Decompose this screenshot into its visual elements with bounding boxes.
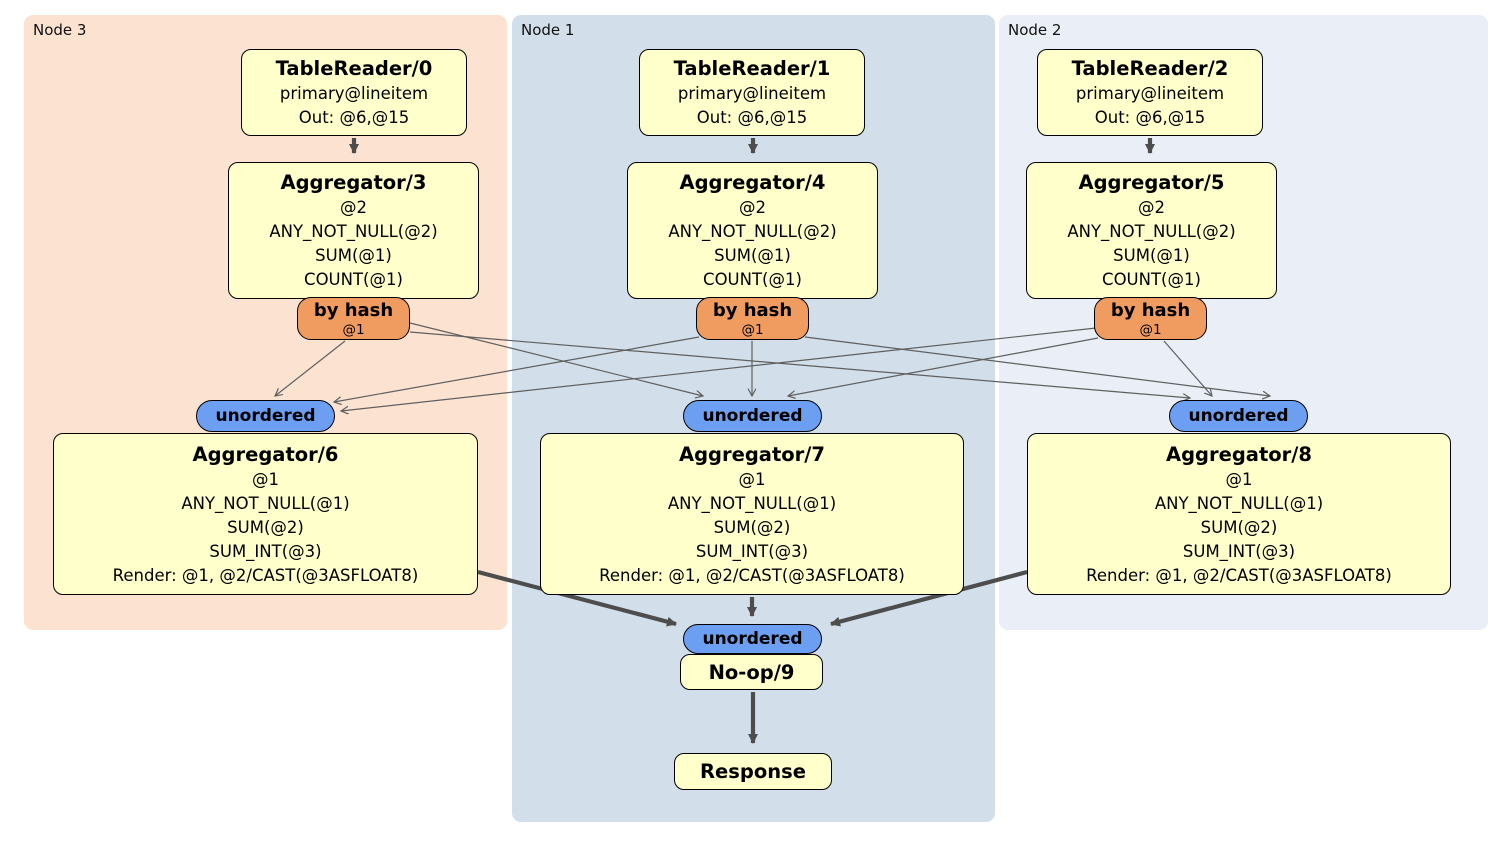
- processor-detail: primary@lineitem: [279, 84, 429, 103]
- processor-detail: Render: @1, @2/CAST(@3ASFLOAT8): [112, 565, 419, 585]
- processor-aggregator-7: Aggregator/7 @1 ANY_NOT_NULL(@1) SUM(@2)…: [540, 433, 964, 595]
- processor-detail: COUNT(@1): [1102, 270, 1201, 289]
- processor-detail: @2: [739, 198, 766, 217]
- processor-title: TableReader/0: [275, 57, 433, 80]
- processor-detail: Render: @1, @2/CAST(@3ASFLOAT8): [599, 565, 905, 585]
- processor-title: No-op/9: [708, 660, 795, 684]
- processor-tablereader-2: TableReader/2 primary@lineitem Out: @6,@…: [1037, 49, 1263, 136]
- router-label: by hash: [712, 299, 793, 321]
- processor-title: TableReader/2: [1071, 57, 1229, 80]
- processor-detail: ANY_NOT_NULL(@1): [181, 493, 350, 513]
- router-detail: @1: [1139, 321, 1162, 338]
- processor-title: Aggregator/5: [1078, 171, 1225, 194]
- edge-router-5-to-stream-8: [1163, 340, 1212, 396]
- stream-unordered-7: unordered: [683, 400, 822, 432]
- router-detail: @1: [342, 321, 365, 338]
- processor-detail: COUNT(@1): [304, 270, 403, 289]
- stream-unordered-6: unordered: [196, 400, 335, 432]
- processor-detail: Out: @6,@15: [696, 108, 808, 127]
- processor-detail: Out: @6,@15: [1094, 108, 1206, 127]
- router-by-hash-3: by hash @1: [297, 297, 410, 340]
- processor-detail: ANY_NOT_NULL(@1): [1154, 493, 1324, 513]
- processor-detail: ANY_NOT_NULL(@1): [667, 493, 837, 513]
- processor-title: Response: [700, 760, 806, 783]
- processor-detail: primary@lineitem: [1075, 84, 1225, 103]
- edge-router-3-to-stream-7: [409, 322, 703, 396]
- router-label: by hash: [313, 299, 394, 321]
- processor-aggregator-4: Aggregator/4 @2 ANY_NOT_NULL(@2) SUM(@1)…: [627, 162, 878, 299]
- edge-aggregator-6-to-final-stream: [477, 569, 677, 627]
- processor-aggregator-8: Aggregator/8 @1 ANY_NOT_NULL(@1) SUM(@2)…: [1027, 433, 1451, 595]
- router-detail: @1: [741, 321, 764, 338]
- router-by-hash-4: by hash @1: [696, 297, 809, 340]
- router-by-hash-5: by hash @1: [1094, 297, 1207, 340]
- processor-detail: COUNT(@1): [703, 270, 802, 289]
- processor-detail: SUM(@2): [1200, 517, 1278, 537]
- processor-title: Aggregator/6: [192, 442, 339, 466]
- processor-detail: SUM(@1): [1113, 246, 1190, 265]
- processor-detail: @1: [1225, 469, 1253, 489]
- processor-detail: SUM(@2): [227, 517, 304, 537]
- processor-detail: @1: [252, 469, 279, 489]
- processor-detail: Out: @6,@15: [298, 108, 410, 127]
- processor-detail: SUM_INT(@3): [209, 541, 322, 561]
- processor-detail: ANY_NOT_NULL(@2): [269, 222, 438, 241]
- processor-aggregator-6: Aggregator/6 @1 ANY_NOT_NULL(@1) SUM(@2)…: [53, 433, 478, 595]
- processor-title: Aggregator/3: [280, 171, 427, 194]
- processor-noop-9: No-op/9: [680, 654, 823, 690]
- node-1-label: Node 1: [521, 21, 575, 39]
- stream-unordered-final: unordered: [683, 624, 822, 654]
- router-label: by hash: [1110, 299, 1191, 321]
- processor-detail: SUM_INT(@3): [1182, 541, 1296, 561]
- processor-title: Aggregator/4: [679, 171, 826, 194]
- edge-router-4-to-stream-8: [804, 336, 1270, 396]
- processor-aggregator-5: Aggregator/5 @2 ANY_NOT_NULL(@2) SUM(@1)…: [1026, 162, 1277, 299]
- edge-router-5-to-stream-6: [341, 327, 1097, 411]
- edge-router-3-to-stream-8: [409, 331, 1190, 398]
- processor-detail: SUM(@2): [713, 517, 791, 537]
- node-2-label: Node 2: [1008, 21, 1062, 39]
- processor-title: TableReader/1: [673, 57, 831, 80]
- edge-router-3-to-stream-6: [275, 340, 346, 396]
- processor-detail: @2: [1138, 198, 1165, 217]
- processor-detail: Render: @1, @2/CAST(@3ASFLOAT8): [1086, 565, 1392, 585]
- processor-detail: SUM(@1): [315, 246, 392, 265]
- processor-title: Aggregator/8: [1166, 442, 1312, 466]
- node-3-label: Node 3: [33, 21, 87, 39]
- edge-aggregator-8-to-final-stream: [830, 569, 1028, 627]
- stream-label: unordered: [702, 406, 803, 426]
- processor-detail: ANY_NOT_NULL(@2): [668, 222, 837, 241]
- processor-detail: SUM_INT(@3): [695, 541, 809, 561]
- processor-tablereader-1: TableReader/1 primary@lineitem Out: @6,@…: [639, 49, 865, 136]
- edge-router-4-to-stream-6: [334, 336, 700, 402]
- processor-detail: ANY_NOT_NULL(@2): [1067, 222, 1236, 241]
- processor-detail: @2: [340, 198, 367, 217]
- processor-aggregator-3: Aggregator/3 @2 ANY_NOT_NULL(@2) SUM(@1)…: [228, 162, 479, 299]
- stream-label: unordered: [702, 629, 803, 649]
- processor-detail: @1: [738, 469, 766, 489]
- response-node: Response: [674, 753, 832, 790]
- edge-router-5-to-stream-7: [788, 337, 1099, 396]
- processor-detail: SUM(@1): [714, 246, 791, 265]
- processor-title: Aggregator/7: [679, 442, 825, 466]
- stream-label: unordered: [1188, 406, 1289, 426]
- processor-tablereader-0: TableReader/0 primary@lineitem Out: @6,@…: [241, 49, 467, 136]
- stream-unordered-8: unordered: [1169, 400, 1308, 432]
- stream-label: unordered: [215, 406, 316, 426]
- processor-detail: primary@lineitem: [677, 84, 827, 103]
